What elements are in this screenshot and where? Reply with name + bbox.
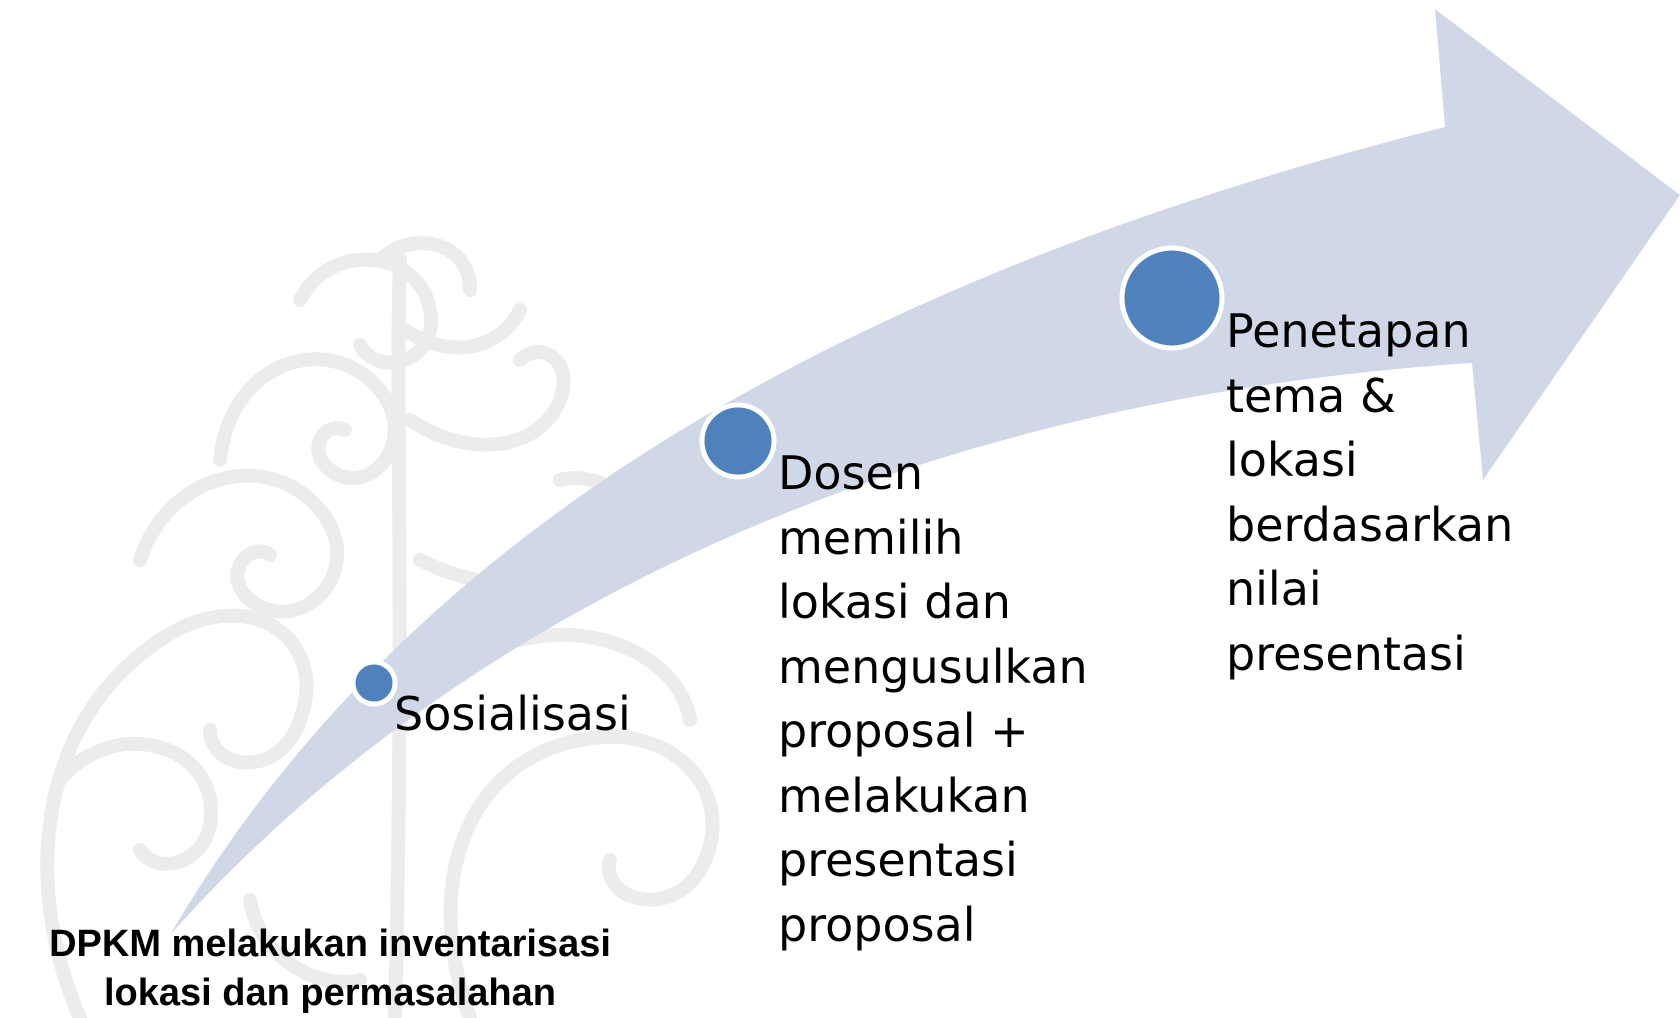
step-node-dosen	[699, 402, 777, 480]
swirl-tree-watermark	[40, 236, 720, 1018]
step-label-line: lokasi	[1226, 433, 1358, 487]
step-label-line: Dosen	[778, 446, 923, 500]
step-label-line: melakukan	[778, 768, 1030, 823]
step-label-penetapan: Penetapan tema & lokasi berdasarkan nila…	[1226, 299, 1513, 686]
step-label-line: mengusulkan	[778, 639, 1088, 694]
step-label-line: Penetapan	[1226, 304, 1471, 358]
step-label-line: nilai	[1226, 562, 1322, 616]
start-caption: DPKM melakukan inventarisasi lokasi dan …	[0, 920, 660, 1018]
step-label-line: presentasi	[1226, 626, 1466, 681]
step-label-line: berdasarkan	[1226, 497, 1514, 552]
step-label-line: tema &	[1226, 368, 1396, 423]
caption-line: DPKM melakukan inventarisasi	[49, 923, 611, 965]
step-label-dosen: Dosen memilih lokasi dan mengusulkan pro…	[778, 441, 1088, 957]
curved-arrow-icon	[170, 9, 1680, 935]
step-label-line: proposal	[778, 897, 976, 952]
step-label-line: memilih	[778, 510, 964, 565]
step-label-sosialisasi: Sosialisasi	[394, 682, 631, 747]
caption-line: lokasi dan permasalahan	[104, 972, 556, 1014]
step-label-line: proposal +	[778, 704, 1029, 758]
step-label-line: presentasi	[778, 833, 1018, 887]
step-label-line: lokasi dan	[778, 575, 1011, 629]
step-label-line: Sosialisasi	[394, 687, 631, 741]
step-node-sosialisasi	[350, 659, 398, 707]
step-node-penetapan	[1119, 245, 1225, 351]
